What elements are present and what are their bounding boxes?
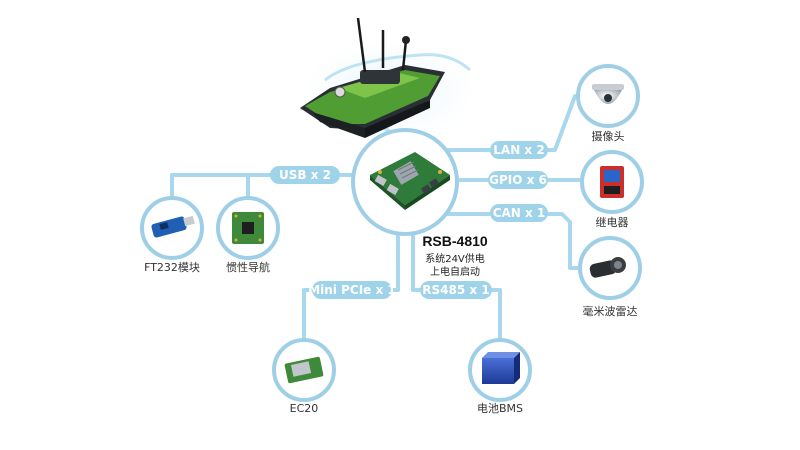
interface-labels: USB x 2 LAN x 2 GPIO x 6 CAN x 1 Mini PC… — [270, 141, 548, 299]
device-ft232: FT232模块 — [140, 196, 204, 274]
device-camera: 摄像头 — [576, 64, 640, 143]
imu-caption: 惯性导航 — [226, 260, 270, 274]
can-label: CAN x 1 — [490, 204, 548, 222]
rs485-label: RS485 x 1 — [420, 281, 492, 299]
relay-caption: 继电器 — [596, 216, 629, 229]
radar-caption: 毫米波雷达 — [583, 304, 638, 318]
device-relay: 继电器 — [580, 150, 644, 229]
boat-image — [295, 17, 485, 145]
camera-caption: 摄像头 — [592, 129, 625, 143]
lan-label-text: LAN x 2 — [493, 143, 544, 157]
minipcie-label: Mini PCIe x 1 — [308, 281, 396, 299]
ec20-caption: EC20 — [290, 402, 319, 415]
battery-pack-icon — [482, 352, 520, 384]
rs485-label-text: RS485 x 1 — [422, 283, 489, 297]
can-label-text: CAN x 1 — [493, 206, 546, 220]
board-power-line2: 上电自启动 — [430, 265, 480, 278]
mmwave-radar-icon — [589, 257, 626, 278]
dome-camera-icon — [592, 84, 624, 104]
usb-label-text: USB x 2 — [279, 168, 331, 182]
gpio-label-text: GPIO x 6 — [489, 173, 547, 187]
usb-dongle-icon — [151, 215, 195, 238]
board-model-title: RSB-4810 — [422, 233, 488, 249]
main-board — [351, 128, 459, 236]
gpio-label: GPIO x 6 — [488, 171, 548, 189]
board-info: RSB-4810 系统24V供电 上电自启动 — [422, 233, 488, 278]
minipcie-label-text: Mini PCIe x 1 — [308, 283, 396, 297]
device-imu: 惯性导航 — [216, 196, 280, 274]
usb-label: USB x 2 — [270, 166, 340, 184]
device-bms: 电池BMS — [468, 338, 532, 415]
bms-caption: 电池BMS — [477, 402, 523, 415]
lan-label: LAN x 2 — [490, 141, 548, 159]
ft232-caption: FT232模块 — [144, 261, 200, 274]
board-power-line1: 系统24V供电 — [425, 252, 485, 265]
device-radar: 毫米波雷达 — [578, 236, 642, 318]
4g-module-icon — [284, 356, 324, 384]
rsb-4810-board-image — [370, 152, 450, 210]
relay-module-icon — [600, 166, 624, 198]
device-ec20: EC20 — [272, 338, 336, 415]
imu-module-icon — [232, 212, 264, 244]
